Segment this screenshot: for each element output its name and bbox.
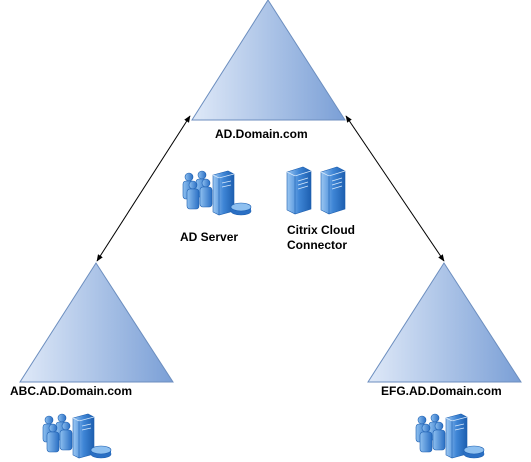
citrix-connector-label-line2: Connector [287,238,347,252]
citrix-cloud-connector-icon [286,166,346,215]
ad-server-label: AD Server [180,230,239,244]
domain-root-triangle [191,0,346,121]
left-domain-ad-server-icon [42,413,112,459]
citrix-connector-label: Citrix Cloud Connector [287,223,355,253]
citrix-connector-label-line1: Citrix Cloud [287,223,355,237]
right-domain-ad-server-icon [415,413,485,459]
ad-server-icon [182,170,252,216]
trust-connector-left [96,115,191,262]
domain-left-label: ABC.AD.Domain.com [10,384,133,398]
domain-root-label: AD.Domain.com [215,127,308,141]
domain-right-label: EFG.AD.Domain.com [381,384,502,398]
domain-right-triangle [367,262,522,383]
trust-connector-right [345,115,445,262]
domain-left-triangle [19,262,174,383]
